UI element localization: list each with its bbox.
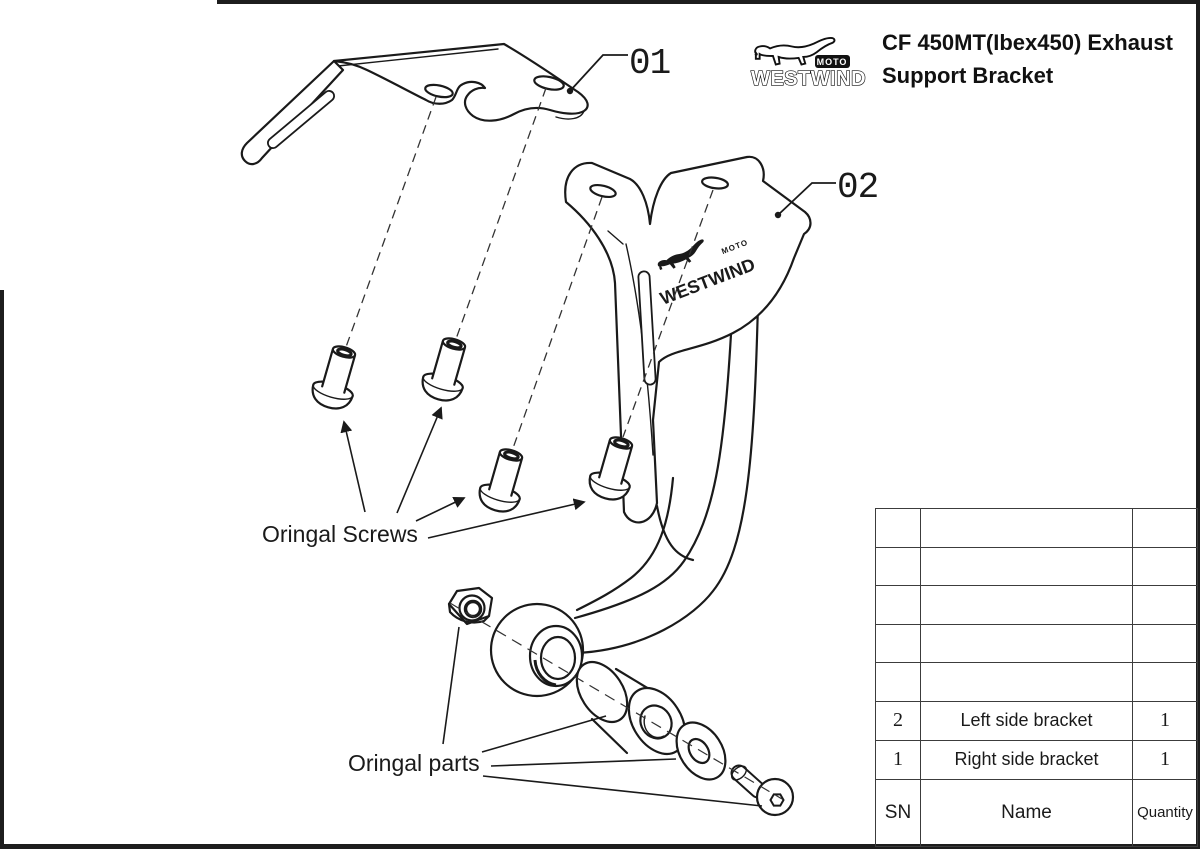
moto-label: MOTO [817, 57, 848, 67]
bom-header-quantity: Quantity [1132, 778, 1198, 848]
bracket-02-hole-left [589, 183, 617, 199]
frame-border-right [1196, 0, 1200, 849]
bracket-01-hole-left [424, 83, 454, 99]
bom-header-name: Name [920, 778, 1133, 848]
bom-part-name: Left side bracket [920, 700, 1133, 741]
bom-empty-row [875, 508, 1198, 548]
bom-empty-row [875, 585, 1198, 625]
frame-border-top [217, 0, 1200, 4]
spacer-spool [575, 660, 687, 756]
bom-empty-row [875, 623, 1198, 664]
screws-annotation: Oringal Screws [262, 521, 418, 547]
bom-header-row: SN Name Quantity [875, 778, 1198, 848]
part-label-02: 02 [774, 167, 879, 219]
bom-sn: 2 [875, 700, 921, 741]
assembly-guide-lines [345, 87, 783, 800]
frame-border-bottom [0, 844, 1200, 849]
centerline [449, 602, 783, 800]
hex-nut [447, 586, 494, 626]
bracket-01-hole-right [533, 75, 565, 91]
screw-2 [421, 337, 467, 402]
bom-header-sn: SN [875, 778, 921, 848]
bracket-01-drawing [240, 42, 589, 166]
bom-qty: 1 [1132, 739, 1198, 780]
bom-table: 2 Left side bracket 1 1 Right side brack… [875, 508, 1198, 848]
button-head-bolt [730, 764, 795, 817]
westwind-logo-top: MOTO WESTWIND [750, 37, 866, 91]
bom-qty: 1 [1132, 700, 1198, 741]
bom-part-name: Right side bracket [920, 739, 1133, 780]
bolt-socket [769, 793, 785, 807]
part-label-01: 01 [566, 43, 671, 95]
parts-annotation: Oringal parts [348, 750, 480, 776]
screw-1 [311, 345, 357, 410]
westwind-label: WESTWIND [751, 68, 866, 90]
moto-badge [815, 55, 850, 68]
screw-3 [478, 448, 524, 513]
bom-sn: 1 [875, 739, 921, 780]
bracket-02-boss [489, 602, 585, 698]
bom-row-left-bracket: 2 Left side bracket 1 [875, 700, 1198, 741]
bracket-02-hole-right [701, 176, 729, 190]
drawing-title-line2: Support Bracket [882, 63, 1054, 88]
drawing-title-line1: CF 450MT(Ibex450) Exhaust [882, 30, 1173, 55]
bracket-02-drawing: MOTO WESTWIND [489, 155, 812, 698]
bom-empty-row [875, 546, 1198, 587]
parts-leader-lines [442, 626, 763, 807]
part-number-01: 01 [629, 43, 670, 84]
bracket-02-slot [637, 270, 657, 386]
frame-border-left [0, 290, 4, 849]
bracket-01-slot [267, 90, 335, 149]
part-number-02: 02 [837, 167, 878, 208]
bom-empty-row [875, 662, 1198, 702]
screw-arrows [340, 406, 586, 539]
screw-4 [588, 436, 634, 501]
title-block: CF 450MT(Ibex450) Exhaust Support Bracke… [882, 26, 1173, 92]
bom-row-right-bracket: 1 Right side bracket 1 [875, 739, 1198, 780]
